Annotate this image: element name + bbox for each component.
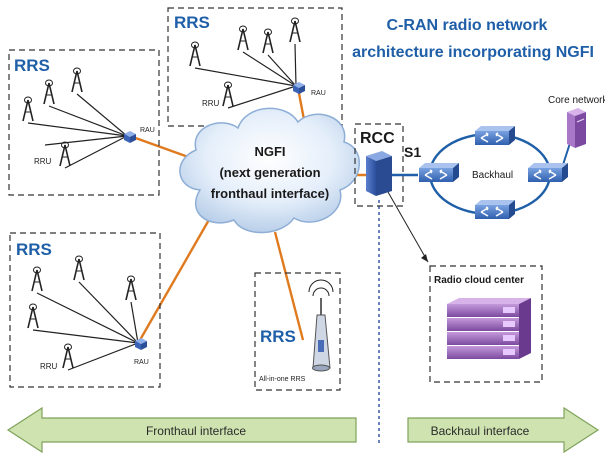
rrs-group-all-in-one: RRS All-in-one RRS (254, 272, 341, 391)
antenna-icon (22, 96, 34, 122)
antenna-icon (59, 141, 71, 167)
router-icon (474, 199, 516, 220)
rrs-label-all-in-one: RRS (260, 327, 296, 346)
rrs-group-top-center: RRS RAU RRU (167, 7, 343, 127)
all-in-one-rrs-icon (308, 279, 334, 372)
rau-label: RAU (134, 359, 149, 366)
radio-cloud-center-box (429, 265, 543, 383)
antenna-icon (62, 343, 74, 369)
backhaul-interface-arrow: Backhaul interface (407, 406, 600, 454)
core-network-label: Core network (548, 95, 605, 106)
fronthaul-interface-label: Fronthaul interface (146, 424, 246, 438)
rcc-to-cloud-center-link (387, 191, 429, 263)
rau-node-icon (135, 338, 147, 350)
antenna-icon (222, 81, 234, 107)
rrs-label-bottom-left: RRS (16, 240, 52, 259)
rcc-box (354, 123, 404, 207)
antenna-icon (71, 67, 83, 93)
antenna-icon (27, 303, 39, 329)
backhaul-group: S1 Backhaul (392, 125, 572, 220)
rru-label: RRU (202, 99, 220, 108)
radio-cloud-center-label: Radio cloud center (434, 275, 524, 286)
rack-server-icon (447, 298, 531, 359)
fronthaul-interface-arrow: Fronthaul interface (6, 406, 357, 454)
s1-label: S1 (404, 144, 421, 160)
rau-node-icon (124, 131, 136, 143)
antenna-icon (73, 255, 85, 281)
backhaul-interface-label: Backhaul interface (431, 424, 530, 438)
antenna-icon (189, 41, 201, 67)
core-network-server-icon (567, 108, 586, 148)
rru-label: RRU (34, 157, 52, 166)
rcc-group: RCC (354, 123, 429, 445)
rau-label: RAU (311, 90, 326, 97)
ngfi-line3: fronthaul interface) (211, 186, 329, 201)
title-line1: C-RAN radio network (387, 17, 548, 34)
rru-label: RRU (40, 362, 58, 371)
rcc-server-icon (366, 151, 392, 196)
ngfi-cloud: NGFI (next generation fronthaul interfac… (179, 107, 360, 234)
backhaul-label: Backhaul (472, 170, 513, 181)
rcc-label: RCC (360, 130, 395, 147)
rrs-box-all-in-one (254, 272, 341, 391)
router-icon (418, 162, 460, 183)
rrs-label-top-left: RRS (14, 56, 50, 75)
router-icon (474, 125, 516, 146)
rrs-box-top-left (8, 49, 160, 196)
rrs-box-top-center (167, 7, 343, 127)
rrs-box-bottom-left (9, 232, 161, 388)
ngfi-line2: (next generation (219, 165, 320, 180)
antenna-icon (31, 266, 43, 292)
all-in-one-rrs-label: All-in-one RRS (259, 376, 306, 383)
ngfi-line1: NGFI (254, 144, 285, 159)
title-line2: architecture incorporating NGFI (352, 44, 594, 61)
rrs-label-top-center: RRS (174, 13, 210, 32)
rau-label: RAU (140, 127, 155, 134)
rrs-group-bottom-left: RRS RAU RRU (9, 232, 161, 388)
antenna-icon (262, 28, 274, 54)
router-icon (527, 162, 569, 183)
radio-cloud-center-group: Radio cloud center (429, 265, 543, 383)
rrs-group-top-left: RRS RAU RRU (8, 49, 160, 196)
antenna-icon (43, 79, 55, 105)
antenna-icon (125, 275, 137, 301)
antenna-icon (237, 25, 249, 51)
antenna-icon (289, 17, 301, 43)
core-network-group: Core network (548, 95, 605, 148)
